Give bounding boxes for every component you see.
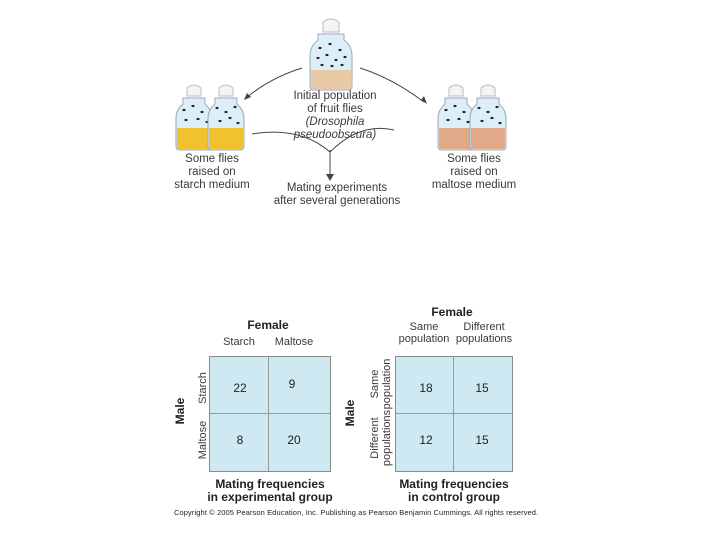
control-col-label-same: Same population [392, 321, 456, 345]
grid-divider [268, 357, 269, 471]
caption-line: Mating frequencies [215, 477, 325, 491]
control-female-header: Female [431, 305, 473, 319]
control-male-header: Male [343, 399, 357, 427]
species-line: pseudoobscura) [293, 129, 377, 141]
experimental-grid: 22 9 8 20 [209, 356, 331, 472]
control-row-label-different: Different populations [369, 402, 393, 474]
caption-line: Some flies [447, 153, 501, 165]
copyright-notice: Copyright © 2005 Pearson Education, Inc.… [174, 508, 539, 517]
control-col-label-different: Different populations [452, 321, 516, 345]
arrow-left-head [244, 93, 251, 100]
experimental-row-label-maltose: Maltose [197, 420, 209, 460]
caption-line: in control group [408, 490, 500, 504]
cell-starch-maltose: 9 [288, 377, 296, 391]
flies-illustration [175, 18, 507, 181]
initial-population-caption: Initial population of fruit flies (Droso… [270, 90, 400, 142]
species-line: (Drosophila [305, 116, 365, 128]
caption-line: Mating frequencies [399, 477, 509, 491]
arrow-right-head [421, 96, 427, 104]
cell-maltose-starch: 8 [236, 433, 244, 447]
control-grid: 18 15 12 15 [395, 356, 513, 472]
label-line: population [398, 333, 450, 345]
maltose-caption: Some flies raised on maltose medium [424, 153, 524, 192]
caption-line: maltose medium [431, 179, 517, 191]
cell-different-same: 12 [419, 433, 433, 447]
cell-same-same: 18 [419, 381, 433, 395]
label-line: populations [455, 333, 513, 345]
cell-maltose-maltose: 20 [287, 433, 301, 447]
initial-vial [309, 18, 353, 91]
label-line: Different [463, 321, 505, 333]
experimental-male-header: Male [173, 397, 187, 425]
grid-divider [453, 357, 454, 471]
control-caption: Mating frequencies in control group [374, 478, 534, 504]
cell-different-different: 15 [475, 433, 489, 447]
arrow-down-head [326, 174, 334, 181]
grid-divider [396, 413, 512, 414]
label-line: Different [369, 417, 381, 459]
experimental-caption: Mating frequencies in experimental group [190, 478, 350, 504]
experimental-col-label-starch: Starch [223, 336, 255, 348]
cell-same-different: 15 [475, 381, 489, 395]
caption-line: raised on [188, 166, 236, 178]
maltose-vials [437, 84, 507, 151]
starch-caption: Some flies raised on starch medium [162, 153, 262, 192]
caption-line: of fruit flies [307, 103, 363, 115]
caption-line: Some flies [185, 153, 239, 165]
experimental-row-label-starch: Starch [197, 372, 209, 404]
caption-line: after several generations [273, 195, 401, 207]
experimental-col-label-maltose: Maltose [274, 336, 314, 348]
caption-line: Initial population [293, 90, 377, 102]
process-arrows [245, 67, 425, 176]
caption-line: Mating experiments [286, 182, 388, 194]
caption-line: raised on [450, 166, 498, 178]
experimental-female-header: Female [247, 318, 289, 332]
caption-line: starch medium [174, 179, 250, 191]
grid-divider [210, 413, 330, 414]
caption-line: in experimental group [207, 490, 333, 504]
cell-starch-starch: 22 [233, 381, 247, 395]
mating-experiments-caption: Mating experiments after several generat… [262, 182, 412, 208]
label-line: populations [381, 409, 393, 467]
starch-vials [175, 84, 245, 151]
label-line: Same [409, 321, 439, 333]
